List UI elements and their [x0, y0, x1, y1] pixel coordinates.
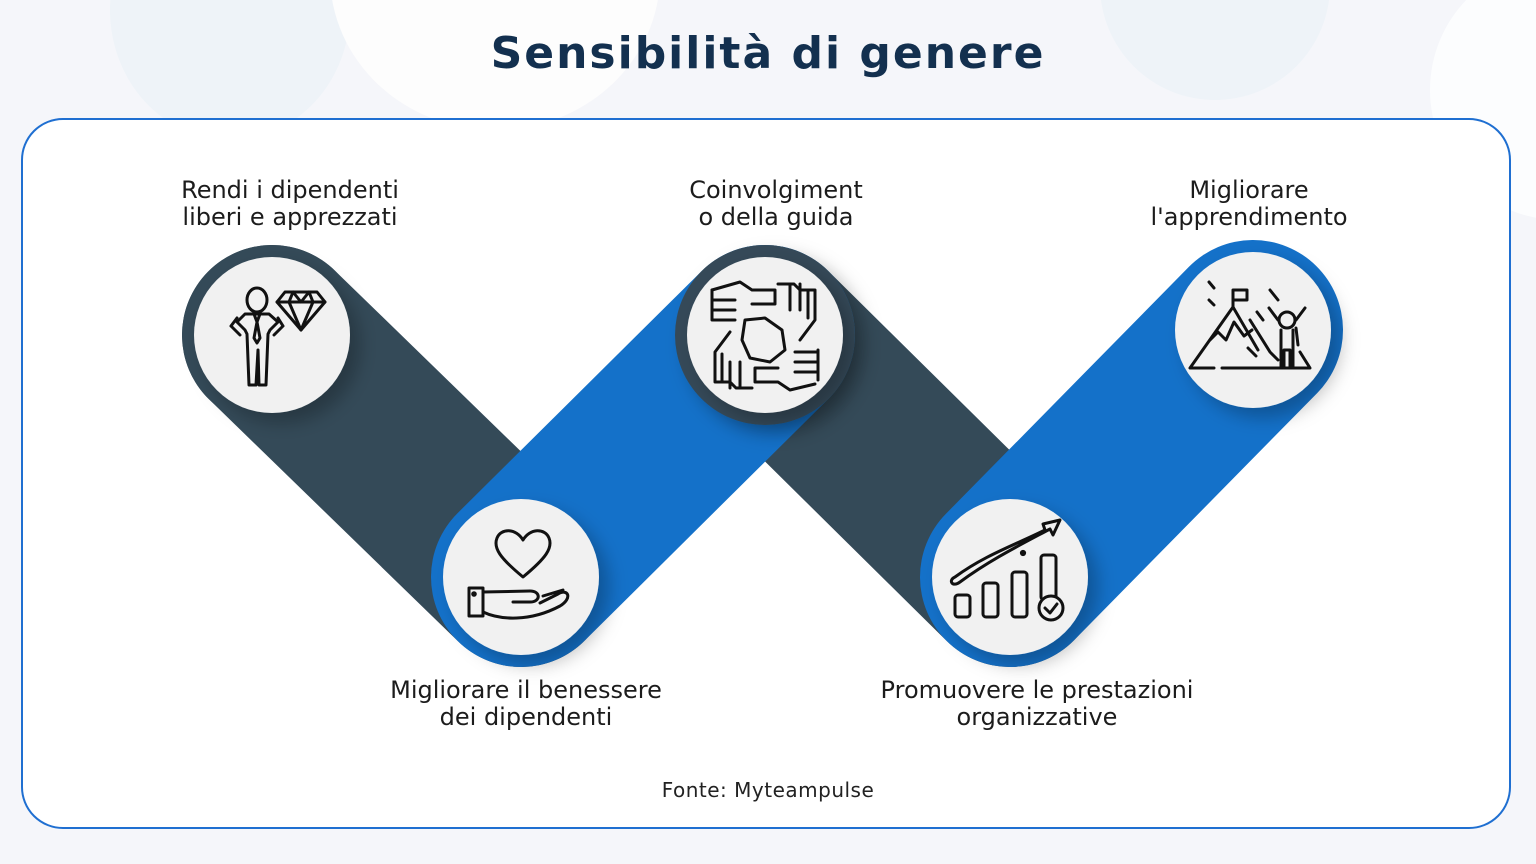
step-label-3: Coinvolgiment o della guida: [689, 176, 863, 231]
mountain-flag-icon: [1188, 280, 1312, 370]
page-title: Sensibilità di genere: [490, 28, 1046, 79]
hand-heart-icon: [467, 529, 570, 620]
step-label-1: Rendi i dipendenti liberi e apprezzati: [181, 176, 399, 231]
step-label-4: Promuovere le prestazioni organizzative: [880, 676, 1194, 731]
growth-chart-icon: [949, 518, 1065, 622]
step-label-2: Migliorare il benessere dei dipendenti: [390, 676, 662, 731]
joined-hands-icon: [710, 280, 820, 392]
step-label-5: Migliorare l'apprendimento: [1150, 176, 1348, 231]
diagram-card: [21, 118, 1511, 829]
source-caption: Fonte: Myteampulse: [661, 778, 875, 802]
employee-diamond-icon: [229, 286, 327, 387]
icon-circle-1: [194, 257, 350, 413]
icon-circle-3: [687, 257, 843, 413]
